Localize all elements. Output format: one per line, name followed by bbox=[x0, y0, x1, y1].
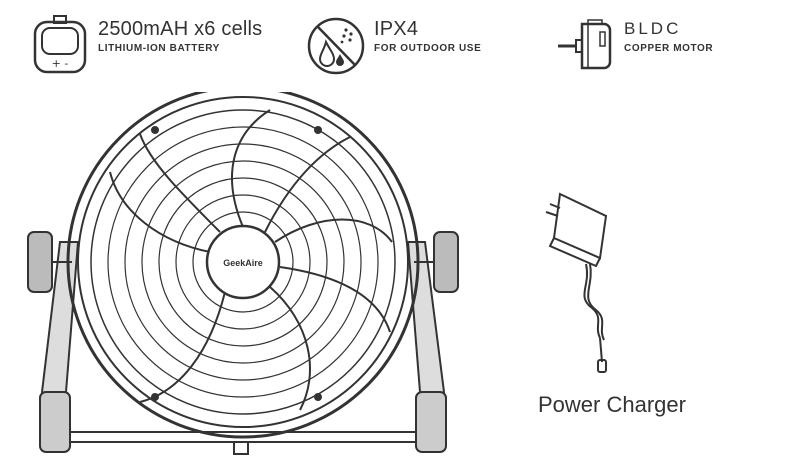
waterproof-subtitle: For Outdoor Use bbox=[374, 43, 482, 54]
waterproof-title: IPX4 bbox=[374, 18, 419, 40]
battery-title: 2500mAH x6 cells bbox=[98, 18, 263, 40]
feature-battery: + - 2500mAH x6 cells Lithium-ion Battery bbox=[28, 12, 262, 76]
motor-icon bbox=[558, 19, 612, 70]
feature-waterproof: IPX4 For Outdoor Use bbox=[304, 12, 481, 76]
fan-illustration: GeekAire bbox=[27, 92, 459, 455]
charger-caption: Power Charger bbox=[538, 392, 686, 417]
fan-brand-logo: GeekAire bbox=[223, 258, 263, 268]
motor-subtitle: Copper Motor bbox=[624, 43, 714, 54]
battery-subtitle: Lithium-ion Battery bbox=[98, 43, 220, 54]
battery-icon: + - bbox=[33, 15, 87, 74]
power-charger-illustration bbox=[545, 192, 608, 373]
water-drop-icon bbox=[307, 17, 365, 75]
motor-title: BLDC bbox=[624, 19, 682, 38]
feature-motor: BLDC Copper Motor bbox=[554, 12, 713, 76]
battery-terminal-label: + - bbox=[52, 57, 69, 70]
